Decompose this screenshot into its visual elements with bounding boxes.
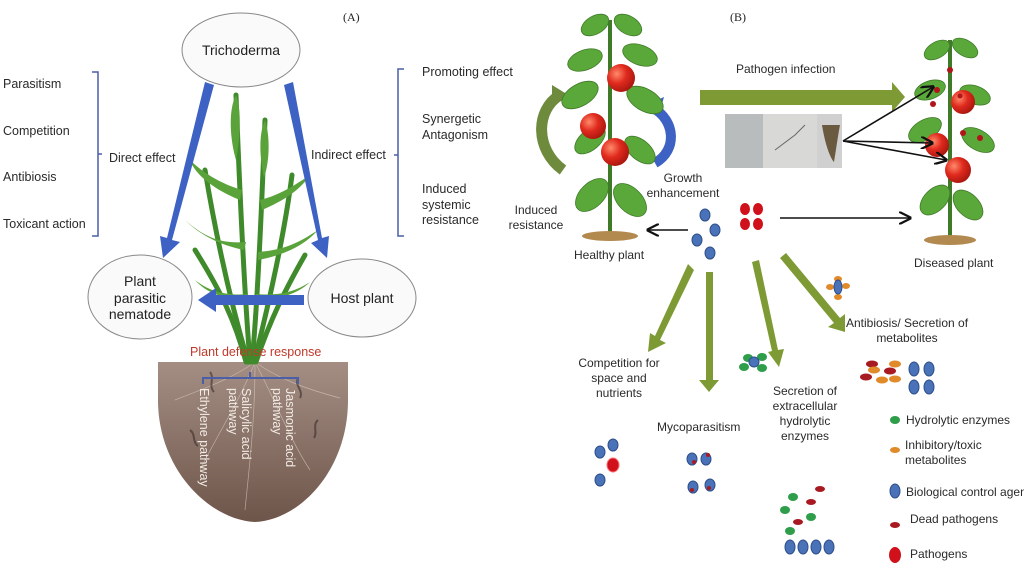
legend-swatch-inhibitory [890, 447, 900, 453]
legend-swatch-dead [890, 522, 900, 528]
mechanism-arrows [648, 253, 845, 392]
mechanism-hydrolytic: Secretion of extracellular hydrolytic en… [772, 384, 838, 443]
host-plant-label: Host plant [330, 289, 394, 306]
nematode-ellipse [87, 254, 193, 340]
soil-region [158, 362, 348, 522]
bca-with-enzymes [739, 353, 767, 372]
bca-with-metabolites [826, 276, 850, 300]
growth-cycle-arrow [650, 103, 676, 168]
direct-effect-item: Toxicant action [3, 217, 86, 231]
pathway-jasmonic: Jasmonic acid pathway [269, 388, 297, 468]
indirect-effect-label: Indirect effect [311, 148, 386, 162]
antibiosis-outcome [860, 360, 935, 395]
trichoderma-label: Trichoderma [201, 41, 281, 58]
panel-a-tag: (A) [343, 10, 360, 24]
direct-bracket [92, 71, 102, 237]
legend-swatch-bca [889, 483, 901, 499]
blue-arrows [160, 82, 329, 312]
pathogen-cluster [740, 203, 763, 230]
wheat-plant [192, 92, 308, 365]
pathogen-micrographs [725, 114, 842, 168]
arrow-antibiosis [780, 253, 845, 332]
infection-arrow-2 [842, 141, 932, 143]
direct-effect-item: Competition [3, 124, 70, 138]
arrow-host-to-nematode [198, 288, 304, 312]
direct-effect-label: Direct effect [109, 151, 176, 165]
infection-arrow-3 [842, 140, 946, 160]
legend-label-pathogens: Pathogens [910, 547, 968, 561]
bca-cluster [691, 208, 721, 260]
arrow-hydrolytic [752, 260, 784, 367]
defense-response-label: Plant defense response [190, 345, 322, 359]
induced-resistance-arrowhead [552, 85, 570, 104]
panel-b-tag: (B) [730, 10, 746, 24]
indirect-effect-item: Synergetic Antagonism [422, 112, 489, 142]
legend-label-inhibitory: Inhibitory/toxic metabolites [905, 438, 982, 467]
mechanism-antibiosis: Antibiosis/ Secretion of metabolites [845, 316, 969, 345]
mycoparasitism-outcome [686, 452, 716, 494]
arrow-trichoderma-to-host [284, 82, 329, 258]
mechanism-competition: Competition for space and nutrients [578, 356, 660, 400]
nematode-label: Plant parasitic nematode [108, 272, 172, 323]
arrow-trichoderma-to-nematode [160, 82, 214, 258]
indirect-effect-item: Induced systemic resistance [422, 182, 479, 228]
competition-outcome [594, 438, 620, 487]
hydrolytic-outcome [780, 486, 835, 555]
growth-enhancement-label: Growth enhancement [646, 171, 720, 200]
pathogen-infection-arrow [700, 82, 905, 112]
host-plant-ellipse [307, 258, 417, 338]
diseased-plant-label: Diseased plant [914, 256, 994, 270]
pathogen-infection-label: Pathogen infection [736, 62, 836, 76]
roots [174, 361, 341, 511]
legend-label-dead: Dead pathogens [910, 512, 999, 526]
healthy-plant-label: Healthy plant [574, 248, 645, 262]
pathway-ethylene: Ethylene pathway [197, 388, 211, 487]
legend-label-bca: Biological control agents [906, 485, 1024, 499]
mechanism-mycoparasitism: Mycoparasitism [657, 420, 741, 434]
induced-resistance-label: Induced resistance [508, 203, 564, 232]
infection-arrow-1 [842, 87, 933, 142]
trichoderma-ellipse [181, 12, 301, 88]
arrow-mycoparasitism [699, 272, 719, 392]
diseased-tomato-plant [908, 37, 995, 245]
direct-effect-item: Parasitism [3, 77, 62, 91]
induced-resistance-cycle-arrow [536, 90, 567, 175]
legend-swatch-hydrolytic [890, 416, 900, 424]
legend-label-hydrolytic: Hydrolytic enzymes [906, 413, 1011, 427]
arrow-competition [648, 264, 694, 352]
legend-swatches [889, 416, 901, 563]
pathway-bracket [202, 372, 299, 384]
indirect-bracket [394, 68, 404, 237]
legend-swatch-pathogen [889, 547, 901, 563]
pathway-salicylic: Salicylic acid pathway [225, 388, 253, 460]
direct-effect-item: Antibiosis [3, 170, 57, 184]
healthy-tomato-plant [561, 13, 664, 241]
indirect-effect-item: Promoting effect [422, 65, 513, 79]
